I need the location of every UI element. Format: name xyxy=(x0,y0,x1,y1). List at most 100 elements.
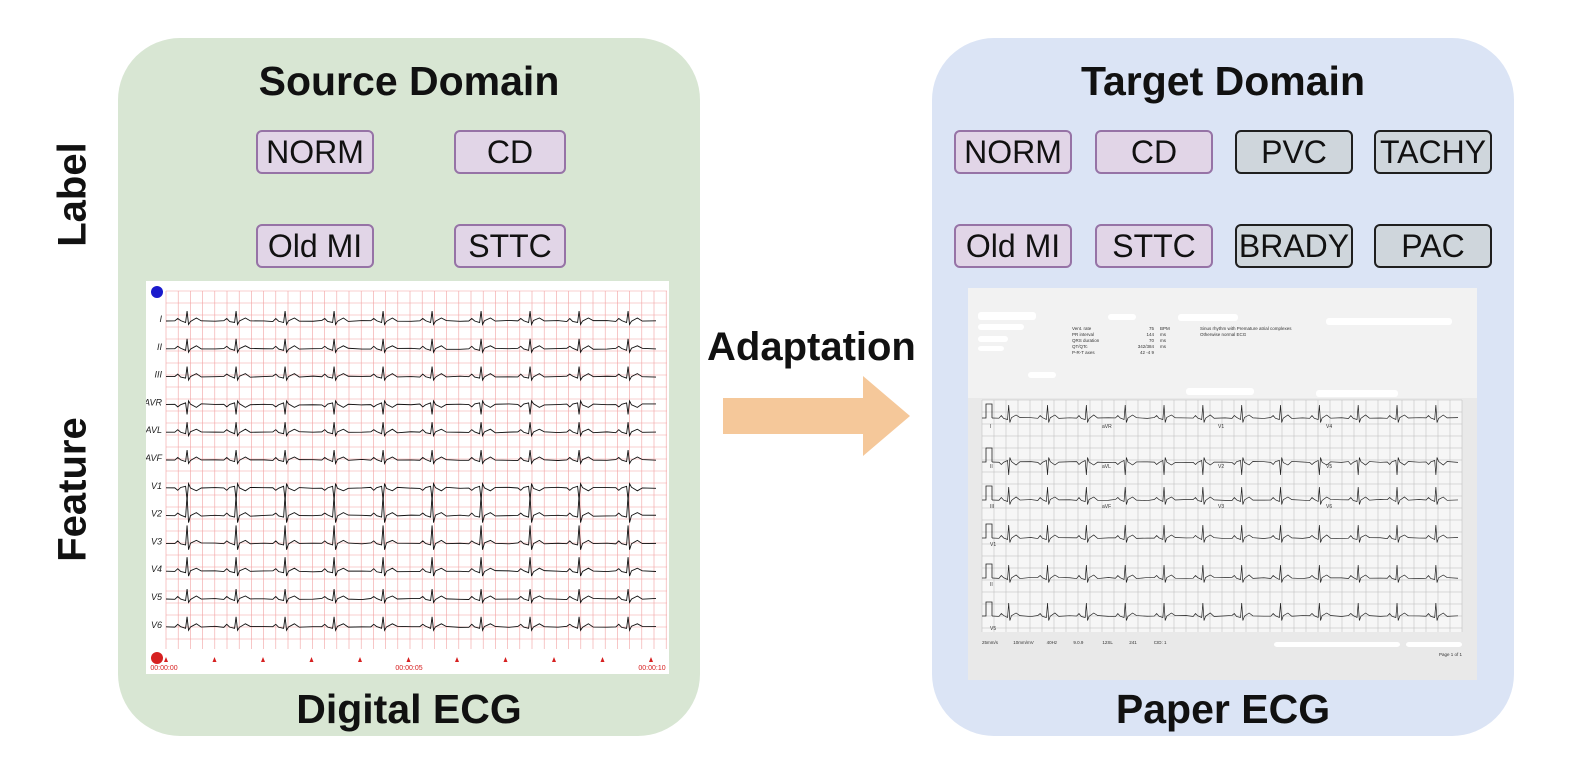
paper-lead-label: V1 xyxy=(1218,424,1224,430)
ecg-lead-label: AVF xyxy=(146,453,162,463)
ecg-lead-label: AVR xyxy=(146,397,162,407)
paper-header-area xyxy=(968,288,1477,398)
feature-axis-title: Feature xyxy=(50,417,95,562)
ecg-beat-marker xyxy=(164,657,168,662)
redaction-mark xyxy=(1178,314,1238,321)
paper-footer-item: 25mm/s xyxy=(982,640,999,645)
target-chip-pvc: PVC xyxy=(1235,130,1353,174)
ecg-end-marker xyxy=(151,652,163,664)
calibration-pulse xyxy=(982,447,993,463)
target-domain-caption: Paper ECG xyxy=(1115,686,1331,732)
ecg-lead-label: V6 xyxy=(151,620,162,630)
header-value: 342/384 xyxy=(1138,344,1155,349)
ecg-lead-trace xyxy=(165,310,657,327)
target-chip-sttc: STTC xyxy=(1095,224,1213,268)
redaction-mark xyxy=(978,346,1004,351)
source-chip-sttc: STTC xyxy=(454,224,566,268)
interpretation-line: Otherwise normal ECG xyxy=(1200,332,1247,337)
header-unit: ms xyxy=(1160,344,1167,349)
source-chip-norm: NORM xyxy=(256,130,374,174)
label-axis-title: Label xyxy=(50,142,95,247)
ecg-beat-marker xyxy=(406,657,411,662)
ecg-background xyxy=(146,281,669,674)
ecg-lead-trace xyxy=(165,399,657,415)
calibration-pulse xyxy=(982,403,993,419)
header-field: P-R-T axes xyxy=(1072,350,1095,355)
target-chip-pac: PAC xyxy=(1374,224,1492,268)
header-value: 144 xyxy=(1146,332,1154,337)
calibration-pulse xyxy=(982,523,993,539)
header-field: PR interval xyxy=(1072,332,1094,337)
target-chip-norm: NORM xyxy=(954,130,1072,174)
ecg-lead-trace xyxy=(165,588,657,605)
paper-footer-item: 10mm/mV xyxy=(1013,640,1034,645)
ecg-time-label: 00:00:05 xyxy=(395,665,422,672)
redaction-mark xyxy=(1406,642,1462,647)
paper-footer-item: 12SL xyxy=(1102,640,1113,645)
paper-lead-label: V1 xyxy=(990,542,996,548)
ecg-lead-trace xyxy=(165,366,657,382)
ecg-beat-marker xyxy=(212,657,217,662)
paper-lead-trace xyxy=(991,457,1459,476)
header-field: Vent. rate xyxy=(1072,326,1092,331)
paper-lead-label: II xyxy=(990,582,993,588)
paper-lead-label: V4 xyxy=(1326,424,1332,430)
target-domain-title: Target Domain xyxy=(1081,58,1365,104)
header-unit: BPM xyxy=(1160,326,1170,331)
ecg-lead-label: V5 xyxy=(151,592,163,602)
ecg-lead-trace xyxy=(165,481,657,500)
redaction-mark xyxy=(1326,318,1452,325)
ecg-lead-label: AVL xyxy=(146,425,162,435)
target-domain-panel: Target Domain NORM CD PVC TACHY Old MI S… xyxy=(932,38,1514,736)
redaction-mark xyxy=(1186,388,1254,395)
ecg-grid xyxy=(165,290,667,649)
paper-footer-item: 241 xyxy=(1129,640,1137,645)
redaction-mark xyxy=(1108,314,1136,320)
paper-lead-trace xyxy=(991,524,1459,543)
calibration-pulse xyxy=(982,563,993,579)
adaptation-arrow xyxy=(723,376,910,456)
adaptation-label: Adaptation xyxy=(707,325,916,369)
paper-lead-trace xyxy=(991,602,1459,621)
paper-footer-item: CID: 1 xyxy=(1154,640,1167,645)
redaction-mark xyxy=(1028,372,1056,378)
target-chip-old-mi: Old MI xyxy=(954,224,1072,268)
ecg-lead-label: II xyxy=(157,342,163,352)
ecg-lead-label: V2 xyxy=(151,509,162,519)
digital-ecg-trace: IIIIIIAVRAVLAVFV1V2V3V4V5V600:00:0000:00… xyxy=(143,281,669,674)
paper-lead-label: V2 xyxy=(1218,464,1224,470)
ecg-lead-trace xyxy=(165,449,657,466)
redaction-mark xyxy=(1316,390,1398,397)
paper-footer-item: 9.0.9 xyxy=(1073,640,1084,645)
source-chip-cd: CD xyxy=(454,130,566,174)
paper-page-number: Page 1 of 1 xyxy=(1439,652,1463,657)
paper-lead-label: V5 xyxy=(990,626,996,632)
paper-lead-label: II xyxy=(990,464,993,470)
ecg-beat-marker xyxy=(309,657,314,662)
ecg-lead-trace xyxy=(165,422,657,438)
paper-lead-trace xyxy=(991,564,1459,583)
ecg-start-marker xyxy=(151,286,163,298)
ecg-lead-trace xyxy=(165,495,657,523)
ecg-beat-marker xyxy=(261,657,265,662)
ecg-lead-trace xyxy=(165,525,657,550)
paper-lead-label: V3 xyxy=(1218,504,1224,510)
ecg-lead-trace xyxy=(165,557,657,577)
target-chip-tachy: TACHY xyxy=(1374,130,1492,174)
header-value: 70 xyxy=(1149,338,1155,343)
header-field: QT/QTc xyxy=(1072,344,1088,349)
ecg-beat-marker xyxy=(503,657,508,662)
paper-lead-trace xyxy=(991,404,1459,423)
interpretation-line: Sinus rhythm with Premature atrial compl… xyxy=(1200,326,1292,331)
calibration-pulse xyxy=(982,485,993,501)
ecg-lead-label: I xyxy=(159,314,162,324)
paper-ecg-photo: Vent. rate 75 BPM PR interval 144 ms QRS durat… xyxy=(968,288,1477,680)
header-field: QRS duration xyxy=(1072,338,1100,343)
header-value: 75 xyxy=(1149,326,1155,331)
ecg-beat-marker xyxy=(455,657,459,662)
redaction-mark xyxy=(978,336,1008,342)
paper-lead-label: III xyxy=(990,504,994,510)
paper-lead-label: aVF xyxy=(1102,504,1111,510)
ecg-lead-trace xyxy=(165,616,657,632)
ecg-time-label: 00:00:10 xyxy=(638,665,665,672)
